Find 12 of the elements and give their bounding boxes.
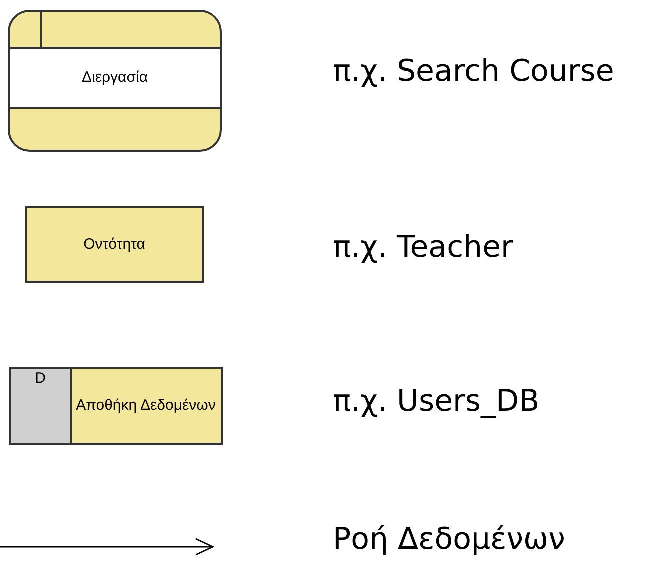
example-label: π.χ. Search Course bbox=[333, 53, 614, 91]
data-store-box bbox=[9, 367, 223, 445]
node-label: Οντότητα bbox=[84, 234, 146, 254]
node-label: D bbox=[35, 369, 46, 389]
entity-box bbox=[25, 206, 204, 283]
node-label: Διεργασία bbox=[82, 68, 148, 88]
process-box bbox=[8, 10, 222, 152]
example-label: π.χ. Users_DB bbox=[333, 383, 540, 421]
example-label: Ροή Δεδομένων bbox=[333, 521, 566, 559]
store-id-box bbox=[11, 369, 72, 443]
node-label: Αποθήκη Δεδομένων bbox=[76, 396, 216, 416]
example-label: π.χ. Teacher bbox=[333, 229, 514, 267]
